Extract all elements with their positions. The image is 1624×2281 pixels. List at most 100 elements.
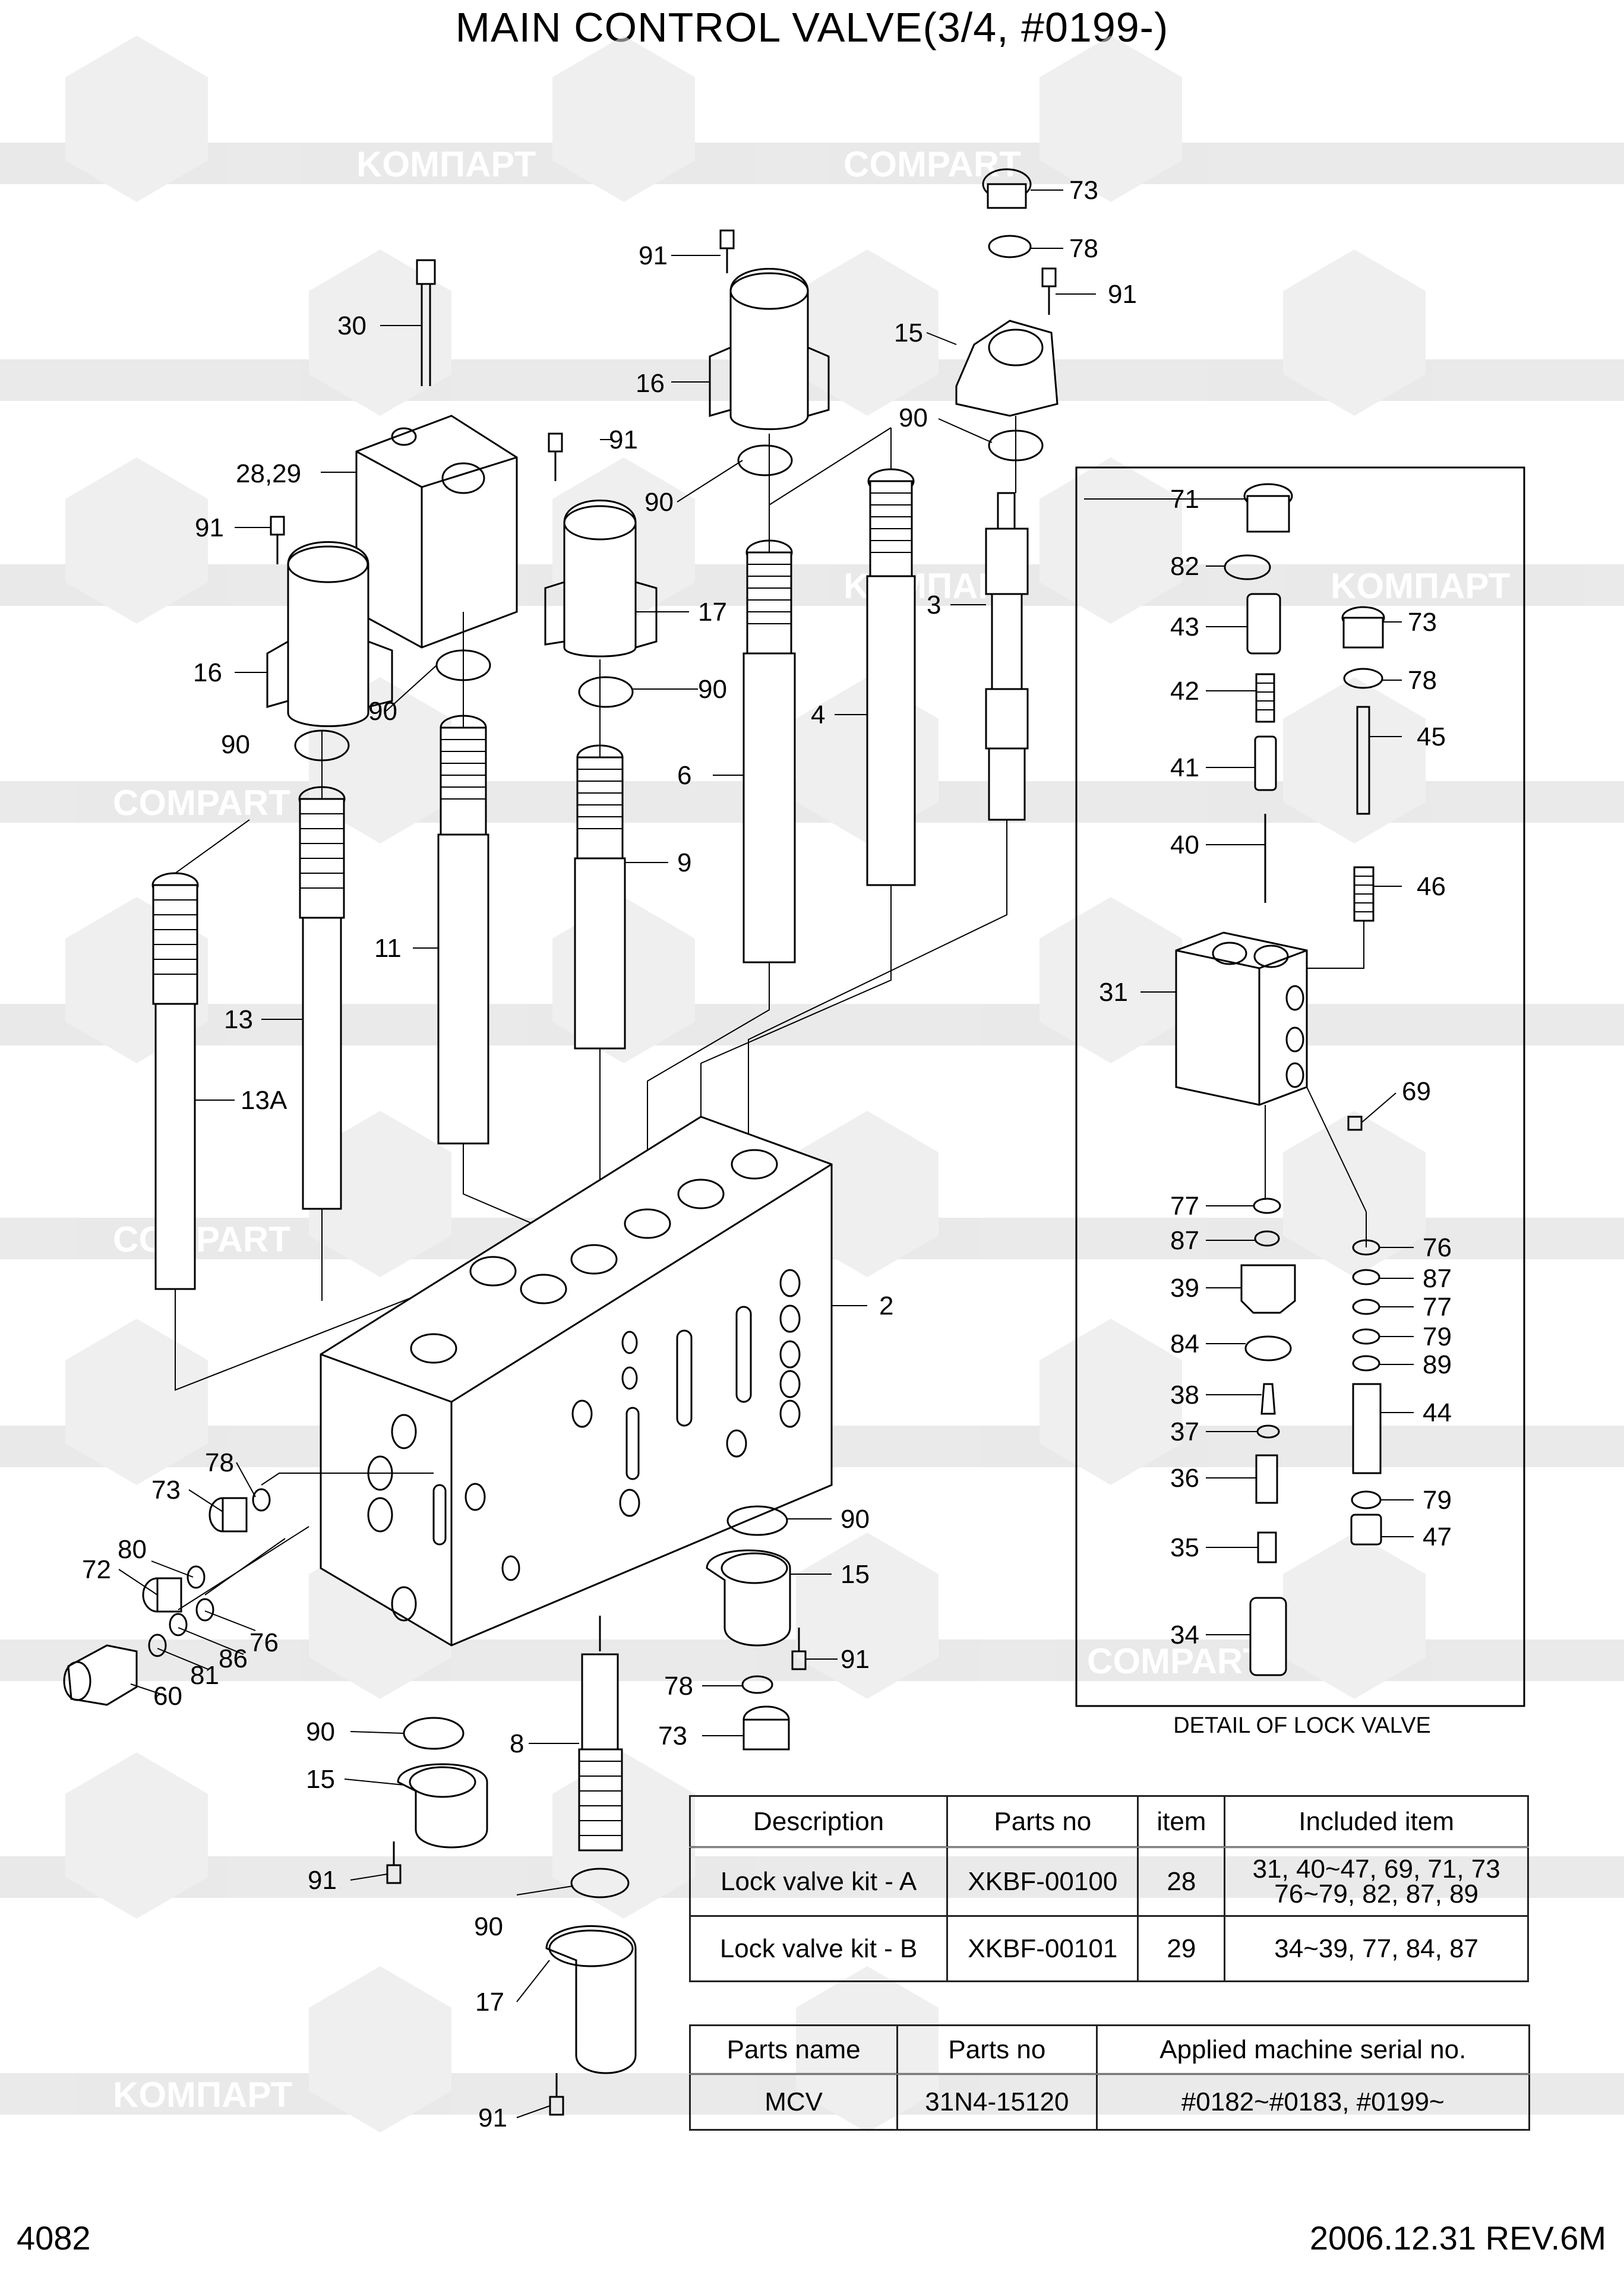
kit-included: 31, 40~47, 69, 71, 73 76~79, 82, 87, 89 — [1224, 1846, 1529, 1917]
svg-text:COMPART: COMPART — [113, 783, 290, 823]
label-60: 60 — [153, 1682, 182, 1711]
serial-header-serial: Applied machine serial no. — [1095, 2024, 1531, 2075]
label-3: 3 — [927, 590, 941, 620]
kit-included-line-2: 76~79, 82, 87, 89 — [1274, 1879, 1479, 1909]
label-82: 82 — [1170, 552, 1199, 581]
kit-item: 29 — [1137, 1915, 1226, 1982]
label-46: 46 — [1417, 872, 1446, 901]
svg-text:COMPART: COMPART — [1087, 1641, 1265, 1681]
label-91: 91 — [841, 1645, 870, 1674]
kit-included-line-1: 31, 40~47, 69, 71, 73 — [1252, 1854, 1500, 1884]
label-4: 4 — [811, 700, 825, 729]
label-91: 91 — [478, 2103, 507, 2132]
svg-text:KOMПАРТ: KOMПАРТ — [356, 144, 536, 184]
label-34: 34 — [1170, 1620, 1199, 1650]
lock-valve-detail-frame — [1075, 466, 1525, 1707]
label-73: 73 — [151, 1476, 181, 1505]
label-90: 90 — [698, 675, 727, 704]
label-15: 15 — [306, 1765, 335, 1794]
label-42: 42 — [1170, 677, 1199, 706]
label-91: 91 — [609, 425, 638, 454]
kit-table: Description Parts no item Included item … — [688, 1795, 1529, 1982]
label-90: 90 — [368, 697, 397, 726]
label-72: 72 — [82, 1555, 111, 1584]
label-43: 43 — [1170, 612, 1199, 642]
kit-parts-no: XKBF-00101 — [946, 1915, 1139, 1982]
svg-text:COMPART: COMPART — [843, 144, 1021, 184]
lock-valve-caption: DETAIL OF LOCK VALVE — [1173, 1713, 1431, 1738]
line-art — [63, 168, 1525, 2116]
label-28-29: 28,29 — [236, 459, 301, 488]
label-9: 9 — [677, 848, 691, 877]
label-90: 90 — [899, 403, 928, 432]
label-79: 79 — [1423, 1486, 1452, 1515]
label-6: 6 — [677, 761, 691, 790]
kit-parts-no: XKBF-00100 — [946, 1846, 1139, 1917]
serial-header-parts-no: Parts no — [896, 2024, 1098, 2075]
label-78: 78 — [1408, 666, 1437, 695]
label-13a: 13A — [241, 1086, 287, 1115]
serial-parts-no: 31N4-15120 — [896, 2073, 1098, 2131]
callout-leaders — [118, 189, 1414, 2118]
label-78: 78 — [1069, 234, 1098, 263]
kit-header-included: Included item — [1224, 1795, 1529, 1848]
serial-table: Parts name Parts no Applied machine seri… — [688, 2024, 1531, 2131]
serial-parts-name: MCV — [688, 2073, 899, 2131]
label-45: 45 — [1417, 722, 1446, 751]
svg-text:COMPART: COMPART — [113, 1220, 290, 1259]
label-73: 73 — [658, 1721, 687, 1751]
label-77: 77 — [1423, 1293, 1452, 1322]
label-31: 31 — [1099, 978, 1128, 1007]
label-80: 80 — [118, 1535, 147, 1564]
label-44: 44 — [1423, 1398, 1452, 1427]
label-73: 73 — [1408, 608, 1437, 637]
label-40: 40 — [1170, 830, 1199, 860]
page-title: MAIN CONTROL VALVE(3/4, #0199-) — [455, 4, 1169, 50]
label-78: 78 — [205, 1448, 234, 1477]
kit-description: Lock valve kit - B — [688, 1915, 949, 1982]
label-90: 90 — [306, 1717, 335, 1746]
label-91: 91 — [195, 513, 224, 542]
label-86: 86 — [219, 1644, 248, 1673]
kit-header-parts-no: Parts no — [946, 1795, 1139, 1848]
label-17: 17 — [698, 598, 727, 627]
label-11: 11 — [374, 934, 402, 963]
page-number: 4082 — [17, 2219, 91, 2257]
table-row: MCV 31N4-15120 #0182~#0183, #0199~ — [688, 2073, 1531, 2131]
label-17: 17 — [475, 1988, 504, 2017]
label-87: 87 — [1423, 1264, 1452, 1293]
label-87: 87 — [1170, 1226, 1199, 1255]
table-row: Lock valve kit - A XKBF-00100 28 31, 40~… — [688, 1846, 1529, 1917]
label-90: 90 — [841, 1505, 870, 1534]
label-38: 38 — [1170, 1380, 1199, 1410]
label-84: 84 — [1170, 1329, 1199, 1359]
svg-text:KOMПАРТ: KOMПАРТ — [1331, 566, 1510, 606]
label-90: 90 — [644, 488, 674, 517]
label-16: 16 — [636, 369, 665, 398]
label-76: 76 — [249, 1628, 279, 1657]
label-30: 30 — [337, 311, 366, 340]
table-row: Lock valve kit - B XKBF-00101 29 34~39, … — [688, 1915, 1529, 1982]
label-79: 79 — [1423, 1322, 1452, 1351]
label-76: 76 — [1423, 1233, 1452, 1262]
svg-text:KOMПАРТ: KOMПАРТ — [113, 2075, 292, 2115]
revision-date: 2006.12.31 REV.6M — [1309, 2219, 1606, 2257]
label-91: 91 — [308, 1866, 337, 1895]
serial-header-name: Parts name — [688, 2024, 899, 2075]
label-13: 13 — [224, 1005, 253, 1034]
label-47: 47 — [1423, 1522, 1452, 1552]
kit-header-item: item — [1137, 1795, 1226, 1848]
part-labels: 91 30 28,29 91 16 90 90 16 91 90 17 90 7… — [82, 176, 1452, 2132]
kit-header-description: Description — [688, 1795, 949, 1848]
label-36: 36 — [1170, 1464, 1199, 1493]
label-91: 91 — [639, 241, 668, 270]
kit-item: 28 — [1137, 1846, 1226, 1917]
label-71: 71 — [1170, 485, 1199, 514]
serial-applied: #0182~#0183, #0199~ — [1095, 2073, 1531, 2131]
label-2: 2 — [879, 1291, 893, 1320]
label-78: 78 — [664, 1672, 693, 1701]
label-15: 15 — [841, 1560, 870, 1589]
label-35: 35 — [1170, 1533, 1199, 1562]
label-77: 77 — [1170, 1192, 1199, 1221]
